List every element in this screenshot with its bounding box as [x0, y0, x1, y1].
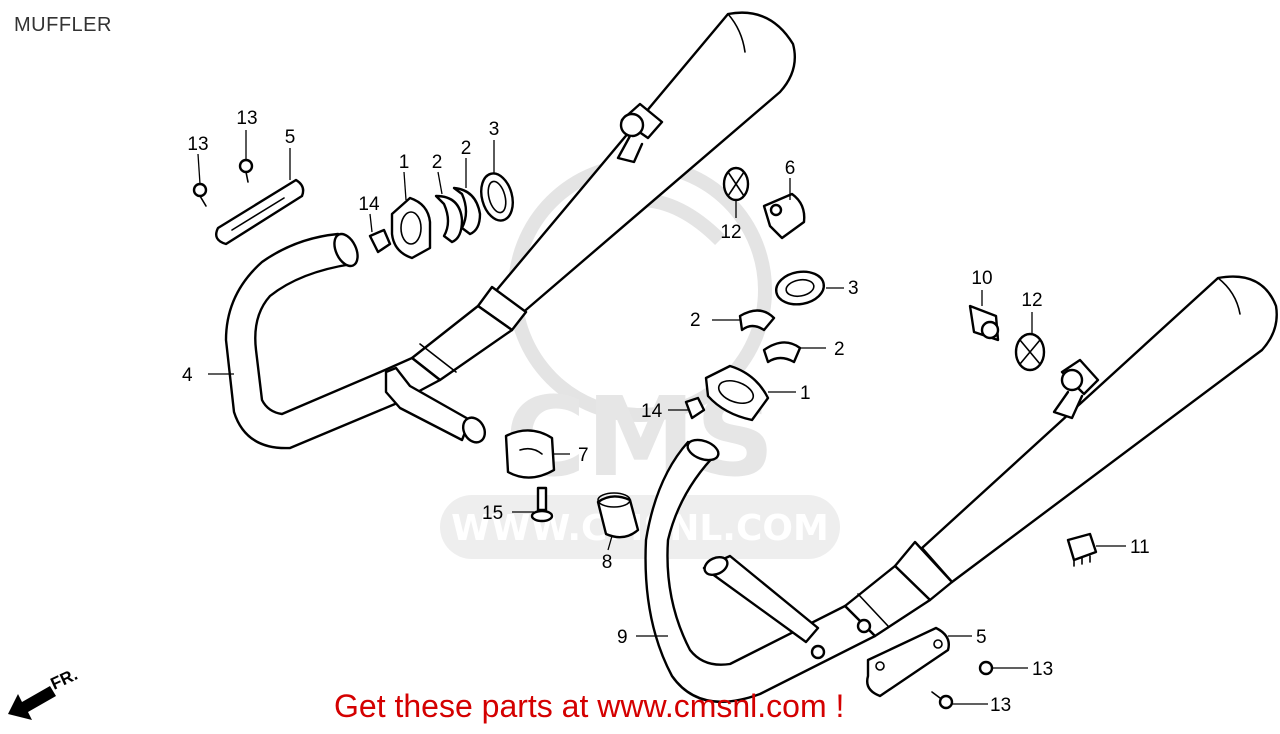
callout-6: 6	[785, 158, 796, 179]
nut-14-lower	[684, 396, 706, 420]
bracket-11	[1066, 532, 1098, 567]
callout-1: 1	[800, 383, 811, 404]
callout-5: 5	[976, 627, 987, 648]
collar-8	[596, 492, 640, 539]
page-title: MUFFLER	[14, 14, 112, 36]
nut-14-upper	[368, 228, 392, 254]
callout-11: 11	[1130, 537, 1150, 558]
stopper-6	[762, 192, 806, 240]
exhaust-pipe-9	[644, 438, 877, 704]
callout-13: 13	[187, 134, 208, 155]
seal-3-lower	[775, 270, 825, 306]
bolt-15	[530, 486, 554, 523]
gasket-1-upper	[390, 196, 432, 260]
clamp-7	[504, 429, 556, 479]
leader-lines	[197, 130, 1126, 705]
callout-13: 13	[1032, 659, 1053, 680]
callout-2: 2	[432, 152, 443, 173]
rubber-12-lower	[1014, 332, 1046, 372]
collar-2-lower-b	[762, 341, 802, 364]
callout-15: 15	[482, 503, 503, 524]
bolt-13-lower-a	[978, 660, 994, 676]
band-5-upper	[215, 178, 305, 246]
front-direction-arrow: FR.	[8, 665, 81, 720]
exhaust-pipe-4	[224, 232, 487, 450]
callout-10: 10	[971, 268, 992, 289]
bolt-13-upper	[238, 158, 254, 183]
rubber-12-upper	[722, 166, 750, 202]
callout-7: 7	[578, 445, 589, 466]
callout-9: 9	[617, 627, 628, 648]
promo-banner: Get these parts at www.cmsnl.com !	[334, 688, 845, 724]
right-muffler	[843, 275, 1278, 638]
band-5-lower	[866, 626, 950, 698]
callout-13: 13	[990, 695, 1011, 716]
callout-3: 3	[489, 119, 500, 140]
callout-2: 2	[461, 138, 472, 159]
collar-2-upper	[434, 186, 482, 244]
bolt-13-lower-b	[931, 691, 954, 710]
watermark-site: WWW.CMSNL.COM	[451, 508, 829, 549]
seal-3-upper	[480, 172, 514, 222]
callout-14: 14	[641, 401, 663, 422]
callout-5: 5	[285, 127, 296, 148]
callout-2: 2	[690, 310, 701, 331]
bolt-13-upper-left	[192, 182, 208, 207]
callout-2: 2	[834, 339, 845, 360]
callout-14: 14	[358, 194, 380, 215]
front-label: FR.	[48, 665, 81, 694]
callout-1: 1	[399, 152, 410, 173]
callout-12: 12	[720, 222, 741, 243]
callout-numbers: 13 13 5 14 1 2 2 3 12 6 3 2 2 1 14 4 7 1…	[182, 108, 1150, 716]
gasket-1-lower	[704, 364, 770, 422]
left-muffler	[410, 11, 797, 382]
callout-4: 4	[182, 365, 193, 386]
stopper-10	[968, 304, 1000, 342]
callout-13: 13	[236, 108, 257, 129]
callout-3: 3	[848, 278, 859, 299]
callout-8: 8	[602, 552, 613, 573]
collar-2-lower-a	[738, 309, 776, 332]
callout-12: 12	[1021, 290, 1042, 311]
